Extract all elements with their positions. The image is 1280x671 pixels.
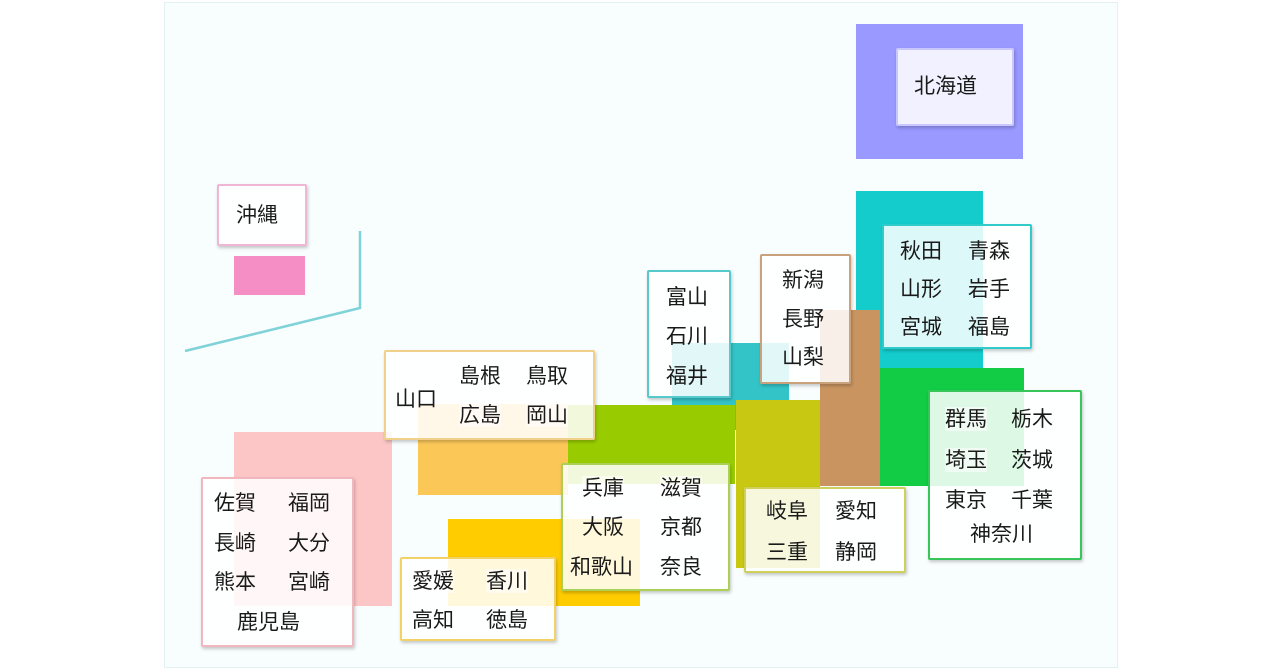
pref-toyama: 富山 [666,285,708,309]
pref-kochi: 高知 [412,608,454,632]
pref-okayama: 岡山 [526,403,568,427]
kanto-label[interactable]: 群馬 栃木 埼玉 茨城 東京 千葉 神奈川 [928,390,1082,560]
pref-akita: 秋田 [900,239,942,263]
pref-yamaguchi: 山口 [395,387,437,411]
pref-hokkaido: 北海道 [914,74,977,98]
pref-ishikawa: 石川 [666,324,708,348]
pref-shimane: 島根 [459,364,501,388]
pref-yamanashi: 山梨 [782,345,824,369]
tohoku-label[interactable]: 秋田 青森 山形 岩手 宮城 福島 [882,224,1032,349]
pref-miyagi: 宮城 [900,315,942,339]
pref-tottori: 鳥取 [526,364,568,388]
pref-kyoto: 京都 [660,515,702,539]
pref-ehime: 愛媛 [412,569,454,593]
pref-nagasaki: 長崎 [214,531,256,555]
koshinetsu-label[interactable]: 新潟 長野 山梨 [760,254,851,384]
pref-gunma: 群馬 [945,407,987,431]
kyushu-label[interactable]: 佐賀 福岡 長崎 大分 熊本 宮崎 鹿児島 [201,477,354,647]
pref-tochigi: 栃木 [1011,407,1053,431]
pref-shiga: 滋賀 [660,476,702,500]
pref-nara: 奈良 [660,555,702,579]
pref-iwate: 岩手 [968,277,1010,301]
pref-aomori: 青森 [968,239,1010,263]
pref-kagawa: 香川 [486,569,528,593]
pref-fukuoka: 福岡 [288,491,330,515]
pref-ibaraki: 茨城 [1011,448,1053,472]
pref-nagano: 長野 [782,307,824,331]
okinawa-label[interactable]: 沖縄 [217,184,307,246]
pref-chiba: 千葉 [1011,488,1053,512]
pref-gifu: 岐阜 [766,499,808,523]
pref-osaka: 大阪 [582,515,624,539]
tokai-label[interactable]: 岐阜 愛知 三重 静岡 [744,487,906,573]
pref-kumamoto: 熊本 [214,570,256,594]
pref-fukushima: 福島 [968,315,1010,339]
pref-kagoshima: 鹿児島 [237,610,300,634]
pref-niigata: 新潟 [782,268,824,292]
hokkaido-label[interactable]: 北海道 [896,48,1014,126]
hokuriku-label[interactable]: 富山 石川 福井 [647,270,731,398]
pref-fukui: 福井 [666,364,708,388]
pref-oita: 大分 [288,531,330,555]
pref-tokushima: 徳島 [486,608,528,632]
pref-saitama: 埼玉 [945,448,987,472]
pref-yamagata: 山形 [900,277,942,301]
shikoku-label[interactable]: 愛媛 香川 高知 徳島 [400,557,556,641]
pref-miyazaki: 宮崎 [288,570,330,594]
pref-shizuoka: 静岡 [835,540,877,564]
pref-saga: 佐賀 [214,491,256,515]
pref-okinawa: 沖縄 [236,203,278,227]
pref-wakayama: 和歌山 [570,555,633,579]
pref-aichi: 愛知 [835,499,877,523]
chugoku-label[interactable]: 山口 島根 鳥取 広島 岡山 [384,350,595,440]
pref-kanagawa: 神奈川 [970,522,1033,546]
pref-hiroshima: 広島 [459,403,501,427]
kinki-label[interactable]: 兵庫 滋賀 大阪 京都 和歌山 奈良 [561,463,730,591]
pref-hyogo: 兵庫 [582,476,624,500]
pref-mie: 三重 [766,540,808,564]
pref-tokyo: 東京 [945,488,987,512]
okinawa-region-block [234,256,305,295]
